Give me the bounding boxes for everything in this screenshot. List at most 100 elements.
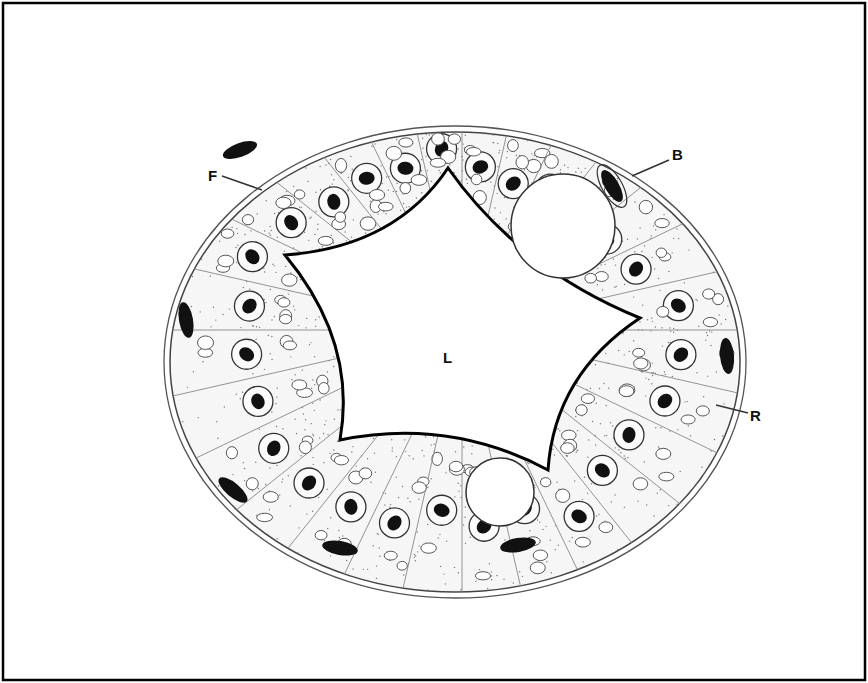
cytoplasm-dot	[363, 569, 364, 570]
cytoplasm-dot	[440, 566, 441, 567]
cytoplasm-dot	[660, 489, 661, 490]
cytoplasm-dot	[617, 178, 618, 179]
cytoplasm-dot	[218, 485, 219, 486]
cytoplasm-dot	[313, 464, 314, 465]
cytoplasm-dot	[516, 155, 517, 156]
cytoplasm-dot	[217, 438, 218, 439]
cytoplasm-dot	[431, 133, 432, 134]
cytoplasm-dot	[342, 535, 343, 536]
cytoplasm-dot	[567, 167, 568, 168]
cytoplasm-dot	[298, 325, 299, 326]
cytoplasm-dot	[396, 456, 397, 457]
vesicle	[449, 461, 462, 471]
cytoplasm-dot	[455, 451, 456, 452]
chromatin-mass	[239, 296, 259, 317]
cytoplasm-dot	[494, 207, 495, 208]
cytoplasm-dot	[655, 229, 656, 230]
cytoplasm-dot	[274, 213, 275, 214]
cytoplasm-dot	[312, 433, 313, 434]
cytoplasm-dot	[281, 481, 282, 482]
cytoplasm-dot	[668, 271, 669, 272]
vesicle	[639, 200, 652, 214]
cytoplasm-dot	[701, 466, 702, 467]
vesicle	[279, 314, 291, 323]
vesicle	[576, 405, 587, 416]
cytoplasm-dot	[256, 326, 257, 327]
cytoplasm-dot	[627, 238, 628, 239]
vesicle	[370, 189, 385, 200]
cytoplasm-dot	[698, 326, 699, 327]
cytoplasm-dot	[402, 486, 403, 487]
cytoplasm-dot	[614, 447, 615, 448]
cytoplasm-dot	[375, 472, 376, 473]
cytoplasm-dot	[304, 232, 305, 233]
cytoplasm-dot	[620, 452, 621, 453]
cytoplasm-dot	[305, 167, 306, 168]
cytoplasm-dot	[290, 505, 291, 506]
cytoplasm-dot	[317, 229, 318, 230]
cytoplasm-dot	[696, 372, 697, 373]
cytoplasm-dot	[651, 235, 652, 236]
vesicle	[226, 447, 237, 459]
cytoplasm-dot	[425, 134, 426, 135]
cytoplasm-dot	[298, 527, 299, 528]
cytoplasm-dot	[346, 560, 347, 561]
cytoplasm-dot	[539, 521, 540, 522]
cytoplasm-dot	[392, 450, 393, 451]
leader-line	[716, 405, 748, 413]
cytoplasm-dot	[277, 237, 278, 238]
cytoplasm-dot	[471, 453, 472, 454]
cytoplasm-dot	[327, 528, 328, 529]
cytoplasm-dot	[500, 212, 501, 213]
cytoplasm-dot	[716, 371, 717, 372]
cytoplasm-dot	[291, 379, 292, 380]
cytoplasm-dot	[201, 258, 202, 259]
cytoplasm-dot	[333, 449, 334, 450]
cytoplasm-dot	[390, 504, 391, 505]
cytoplasm-dot	[219, 240, 220, 241]
cytoplasm-dot	[427, 589, 428, 590]
cytoplasm-dot	[337, 409, 338, 410]
cytoplasm-dot	[351, 169, 352, 170]
cytoplasm-dot	[608, 387, 609, 388]
cytoplasm-dot	[236, 262, 237, 263]
vesicle	[703, 289, 715, 299]
cytoplasm-dot	[313, 435, 314, 436]
cytoplasm-dot	[492, 142, 493, 143]
cytoplasm-dot	[405, 451, 406, 452]
cytoplasm-dot	[662, 345, 663, 346]
cytoplasm-dot	[314, 384, 315, 385]
cell-boundary	[552, 443, 632, 543]
cytoplasm-dot	[606, 405, 607, 406]
cell-boundary	[462, 132, 463, 187]
cytoplasm-dot	[504, 539, 505, 540]
cytoplasm-dot	[352, 446, 353, 447]
cytoplasm-dot	[288, 293, 289, 294]
cytoplasm-dot	[243, 462, 244, 463]
cytoplasm-dot	[271, 359, 272, 360]
cytoplasm-dot	[272, 264, 273, 265]
cytoplasm-dot	[409, 501, 410, 502]
cytoplasm-dot	[315, 319, 316, 320]
cytoplasm-dot	[294, 374, 295, 375]
basement-membrane	[170, 132, 740, 592]
cytoplasm-dot	[299, 206, 300, 207]
nucleus-envelope	[259, 433, 289, 463]
cytoplasm-dot	[330, 235, 331, 236]
cytoplasm-dot	[252, 325, 253, 326]
cytoplasm-dot	[463, 524, 464, 525]
cytoplasm-dot	[403, 203, 404, 204]
nucleus-envelope	[294, 468, 324, 498]
cytoplasm-dot	[310, 217, 311, 218]
cytoplasm-dot	[367, 458, 368, 459]
cytoplasm-dot	[325, 420, 326, 421]
cytoplasm-dot	[637, 238, 638, 239]
cytoplasm-dot	[564, 165, 565, 166]
cytoplasm-dot	[479, 569, 480, 570]
leader-line	[222, 176, 262, 190]
cytoplasm-dot	[454, 172, 455, 173]
nucleus-envelope	[232, 339, 262, 369]
cytoplasm-dot	[379, 547, 380, 548]
cytoplasm-dot	[418, 498, 419, 499]
cytoplasm-dot	[490, 181, 491, 182]
